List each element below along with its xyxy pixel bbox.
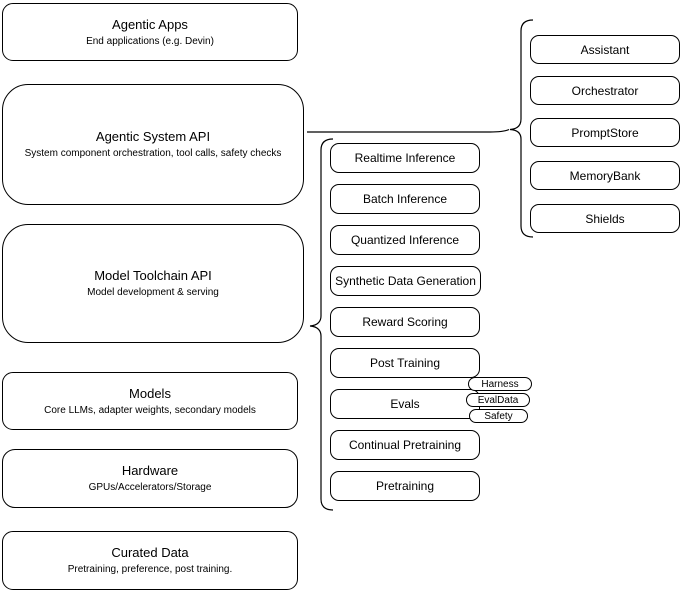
item-label: Realtime Inference — [354, 151, 456, 165]
item-label: MemoryBank — [569, 168, 641, 183]
node-title: Curated Data — [111, 545, 189, 560]
node-subtitle: Pretraining, preference, post training. — [67, 564, 233, 575]
component-promptstore: PromptStore — [530, 118, 680, 147]
item-label: PromptStore — [571, 125, 639, 140]
node-subtitle: End applications (e.g. Devin) — [86, 35, 214, 47]
toolchain-item-realtime-inference: Realtime Inference — [330, 143, 480, 173]
toolchain-item-batch-inference: Batch Inference — [330, 184, 480, 214]
toolchain-item-reward-scoring: Reward Scoring — [330, 307, 480, 337]
pill-label: Safety — [484, 410, 513, 422]
component-orchestrator: Orchestrator — [530, 76, 680, 105]
node-title: Hardware — [121, 463, 179, 478]
pill-label: Harness — [481, 378, 519, 390]
node-hardware: Hardware GPUs/Accelerators/Storage — [2, 449, 298, 508]
component-memorybank: MemoryBank — [530, 161, 680, 190]
eval-tag-safety: Safety — [469, 409, 528, 423]
node-curated-data: Curated Data Pretraining, preference, po… — [2, 531, 298, 590]
node-subtitle: System component orchestration, tool cal… — [24, 148, 282, 159]
system-api-connector-line — [307, 128, 510, 133]
pill-label: EvalData — [477, 394, 519, 406]
item-label: Assistant — [580, 42, 630, 57]
item-label: Quantized Inference — [350, 233, 460, 247]
node-models: Models Core LLMs, adapter weights, secon… — [2, 372, 298, 430]
node-title: Model Toolchain API — [94, 268, 212, 283]
node-agentic-apps: Agentic Apps End applications (e.g. Devi… — [2, 3, 298, 61]
node-title: Agentic Apps — [112, 16, 188, 32]
node-subtitle: Model development & serving — [87, 287, 219, 298]
node-agentic-system-api: Agentic System API System component orch… — [2, 84, 304, 205]
toolchain-item-post-training: Post Training — [330, 348, 480, 378]
item-label: Reward Scoring — [362, 315, 448, 329]
node-model-toolchain-api: Model Toolchain API Model development & … — [2, 224, 304, 343]
item-label: Post Training — [369, 356, 441, 370]
item-label: Shields — [585, 211, 625, 226]
item-label: Pretraining — [375, 479, 435, 493]
toolchain-item-continual-pretraining: Continual Pretraining — [330, 430, 480, 460]
item-label: Batch Inference — [362, 192, 448, 206]
toolchain-item-synthetic-data-generation: Synthetic Data Generation — [330, 266, 481, 296]
item-label: Synthetic Data Generation — [335, 274, 476, 288]
component-shields: Shields — [530, 204, 680, 233]
toolchain-item-pretraining: Pretraining — [330, 471, 480, 501]
component-assistant: Assistant — [530, 35, 680, 64]
node-title: Models — [129, 385, 171, 401]
item-label: Continual Pretraining — [348, 438, 462, 452]
eval-tag-evaldata: EvalData — [466, 393, 530, 407]
node-title: Agentic System API — [95, 129, 211, 144]
node-subtitle: GPUs/Accelerators/Storage — [88, 482, 212, 493]
item-label: Orchestrator — [571, 83, 639, 98]
node-subtitle: Core LLMs, adapter weights, secondary mo… — [44, 404, 256, 416]
toolchain-item-quantized-inference: Quantized Inference — [330, 225, 480, 255]
eval-tag-harness: Harness — [468, 377, 532, 391]
item-label: Evals — [390, 397, 420, 411]
toolchain-item-evals: Evals — [330, 389, 480, 419]
